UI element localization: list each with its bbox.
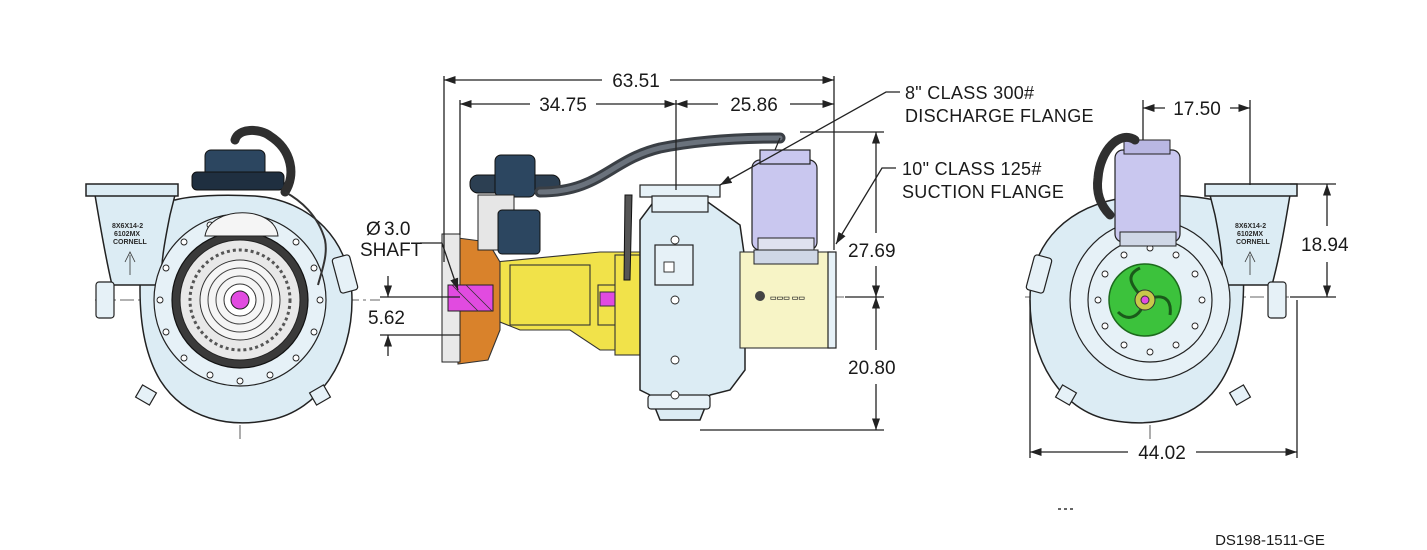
dim-shaft-dia-symbol: Ø [366,219,381,240]
dim-overall-length: 63.51 [612,71,660,92]
dim-rear-top: 17.50 [1173,99,1221,120]
dim-shaft-label: SHAFT [360,240,423,261]
side-shaft [447,284,494,312]
dimension-lines [380,75,1336,458]
suction-note-line2: SUCTION FLANGE [902,182,1064,202]
suction-note-line1: 10" CLASS 125# [902,159,1042,179]
side-view: ▭▭▭ ▭▭ [380,132,845,421]
dim-rear-side: 18.94 [1301,235,1349,256]
rear-view: 8X6X14-2 6102MX CORNELL [1025,133,1300,440]
dim-height-upper: 27.69 [848,241,896,262]
dim-rear-width: 44.02 [1138,443,1186,464]
svg-text:▭▭▭ ▭▭: ▭▭▭ ▭▭ [770,295,805,302]
rear-casting-text-1: 8X6X14-2 [1235,223,1266,230]
rear-bolt-ring [1094,244,1206,356]
dim-shaft-dia: 3.0 [384,219,410,240]
dim-length-a: 34.75 [539,95,587,116]
dim-length-b: 25.86 [730,95,778,116]
rear-casting-text-3: CORNELL [1236,239,1271,246]
side-casing [639,199,746,421]
discharge-note-line2: DISCHARGE FLANGE [905,106,1094,126]
casting-text-1: 8X6X14-2 [112,223,143,230]
rear-casting-text-2: 6102MX [1237,231,1263,238]
dim-shaft-offset: 5.62 [368,308,405,329]
discharge-note-line1: 8" CLASS 300# [905,83,1034,103]
drawing-number: DS198-1511-GE [1215,532,1325,549]
front-view: 8X6X14-2 6102MX CORNELL [85,126,380,440]
front-shaft [230,290,250,310]
casting-text-2: 6102MX [114,231,140,238]
dim-height-lower: 20.80 [848,358,896,379]
casting-text-3: CORNELL [113,239,148,246]
